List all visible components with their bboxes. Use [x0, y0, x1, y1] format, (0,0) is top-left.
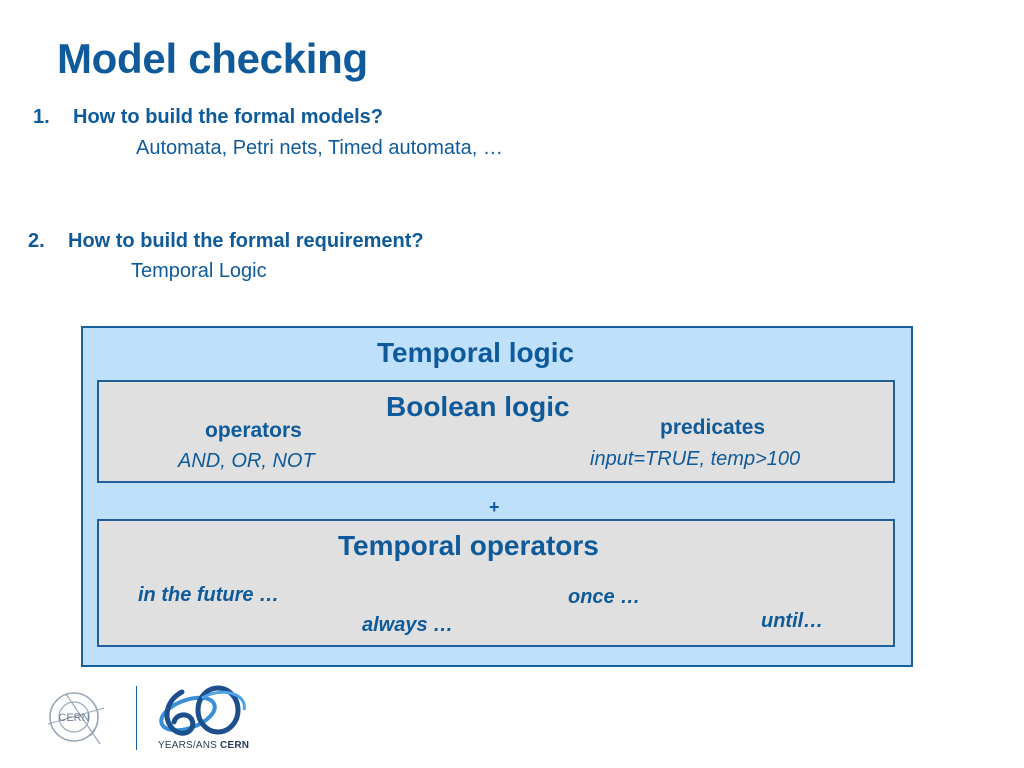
cern-logo-text: CERN — [58, 712, 89, 724]
operators-label: operators — [205, 419, 302, 442]
item-1-question: How to build the formal models? — [73, 106, 383, 128]
boolean-logic-box — [97, 380, 895, 483]
item-2-question: How to build the formal requirement? — [68, 230, 424, 252]
op-once: once … — [568, 586, 641, 608]
op-in-the-future: in the future … — [138, 584, 280, 606]
anniversary-cern: CERN — [220, 740, 250, 751]
predicates-label: predicates — [660, 416, 766, 439]
operators-values: AND, OR, NOT — [178, 450, 315, 472]
temporal-logic-title: Temporal logic — [377, 337, 575, 368]
op-until: until… — [761, 610, 824, 632]
anniversary-caption: YEARS/ANS CERN — [158, 740, 249, 751]
item-2-answer: Temporal Logic — [131, 260, 267, 282]
temporal-operators-box — [97, 519, 895, 647]
predicates-values: input=TRUE, temp>100 — [590, 448, 801, 470]
item-2-number: 2. — [28, 230, 45, 252]
logo-divider — [136, 686, 137, 750]
op-always: always … — [362, 614, 454, 636]
item-1-answer: Automata, Petri nets, Timed automata, … — [136, 137, 503, 159]
anniversary-years: YEARS/ANS — [158, 740, 218, 751]
item-1-number: 1. — [33, 106, 50, 128]
anniversary-60-logo — [152, 684, 252, 740]
slide-title: Model checking — [57, 35, 368, 82]
temporal-operators-title: Temporal operators — [338, 530, 599, 561]
cern-logo: CERN — [40, 684, 120, 754]
boolean-logic-title: Boolean logic — [386, 391, 570, 422]
plus-sign: + — [489, 497, 500, 517]
